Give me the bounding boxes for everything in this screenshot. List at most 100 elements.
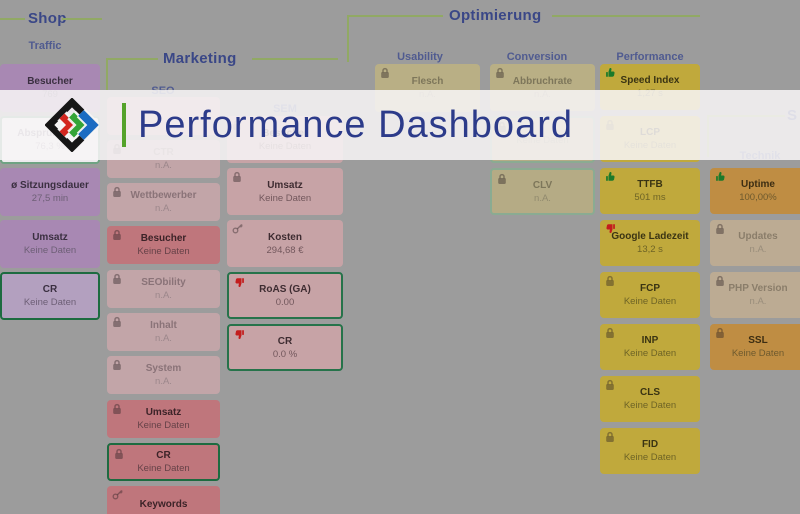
kpi-title: Speed Index [620,75,680,86]
marketing-bracket [106,58,108,90]
kpi-card-updates[interactable]: Updates n.A. [710,220,800,266]
thumb-down-icon [234,329,245,340]
kpi-title: Updates [738,231,778,242]
key-icon [232,223,243,234]
shop-line-left [0,18,25,20]
page-title: Performance Dashboard [138,104,573,146]
kpi-title: TTFB [637,179,663,190]
kpi-title: ø Sitzungsdauer [11,180,89,191]
kpi-title: SSL [748,335,768,346]
kpi-title: Abbruchrate [512,75,573,87]
kpi-title: System [145,363,182,374]
kpi-title: Wettbewerber [130,190,197,201]
kpi-title: INP [641,335,659,346]
thumb-down-icon [234,277,245,288]
kpi-value: n.A. [155,160,172,171]
kpi-title: Inhalt [150,320,177,331]
kpi-title: CR [156,450,171,461]
kpi-title: Umsatz [267,179,303,191]
kpi-value: n.A. [155,290,172,301]
kpi-value: n.A. [749,244,767,255]
kpi-value: 0.00 [275,296,295,308]
kpi-card-inp[interactable]: INP Keine Daten [600,324,700,370]
optimierung-bracket [347,15,349,62]
kpi-title: FID [641,439,659,450]
column-header-traffic: Traffic [28,40,62,52]
kpi-title: Umsatz [145,407,182,418]
kpi-value: Keine Daten [137,463,190,474]
kpi-value: Keine Daten [137,420,190,431]
lock-icon [605,327,615,339]
lock-icon [715,275,725,287]
kpi-title: Besucher [140,233,187,244]
kpi-title: FCP [640,283,660,294]
kpi-title: Besucher [27,76,73,87]
thumb-up-icon [605,67,616,78]
kpi-title: Flesch [411,76,444,87]
kpi-card-cls[interactable]: CLS Keine Daten [600,376,700,422]
kpi-title: Google Ladezeit [611,231,689,242]
lock-icon [112,359,122,371]
kpi-title: CR [277,335,293,347]
kpi-title: SEObility [141,277,186,288]
kpi-card-sitzungsdauer[interactable]: ø Sitzungsdauer 27,5 min [0,168,100,216]
kpi-value: Keine Daten [623,400,677,411]
kpi-card-google-ladezeit[interactable]: Google Ladezeit 13,2 s [600,220,700,266]
section-optimierung-label: Optimierung [449,7,542,24]
lock-icon [715,223,725,235]
kpi-card-wettbewerber[interactable]: Wettbewerber n.A. [107,183,220,221]
thumb-up-icon [605,171,616,182]
kpi-value: 27,5 min [31,193,69,204]
lock-icon [112,403,122,415]
kpi-title: CLS [640,387,660,398]
kpi-title: Keywords [139,498,188,510]
kpi-title: Umsatz [32,232,68,243]
accent-bar [122,103,126,147]
kpi-value: 13,2 s [637,244,663,255]
column-header-conversion: Conversion [506,51,568,63]
kpi-value: 501 ms [634,192,666,203]
kpi-title: CR [42,284,58,295]
kpi-card-roas-ga[interactable]: RoAS (GA)0.00 [227,272,343,319]
kpi-title: RoAS (GA) [259,283,311,295]
kpi-value: n.A. [155,376,172,387]
lock-icon [605,275,615,287]
marketing-line-left [106,58,158,60]
kpi-card-system[interactable]: System n.A. [107,356,220,394]
lock-icon [112,316,122,328]
kpi-title: Uptime [741,179,775,190]
lock-icon [605,431,615,443]
optimierung-line-left [347,15,443,17]
kpi-card-ttfb[interactable]: TTFB 501 ms [600,168,700,214]
lock-icon [112,229,122,241]
kpi-card-keywords[interactable]: Keywords [107,486,220,514]
kpi-card-seobility[interactable]: SEObility n.A. [107,270,220,308]
kpi-title: Kosten [268,231,302,243]
lock-icon [112,186,122,198]
kpi-value: n.A. [534,192,551,204]
lock-icon [495,67,505,79]
kpi-value: Keine Daten [23,245,77,256]
thumb-down-icon [605,223,616,234]
kpi-value: Keine Daten [623,348,677,359]
lock-icon [715,327,725,339]
kpi-value: n.A. [155,203,172,214]
chevron-blue [78,110,99,140]
optimierung-line-right [552,15,700,17]
lock-icon [605,379,615,391]
kpi-card-cr[interactable]: CR Keine Daten [107,443,220,481]
